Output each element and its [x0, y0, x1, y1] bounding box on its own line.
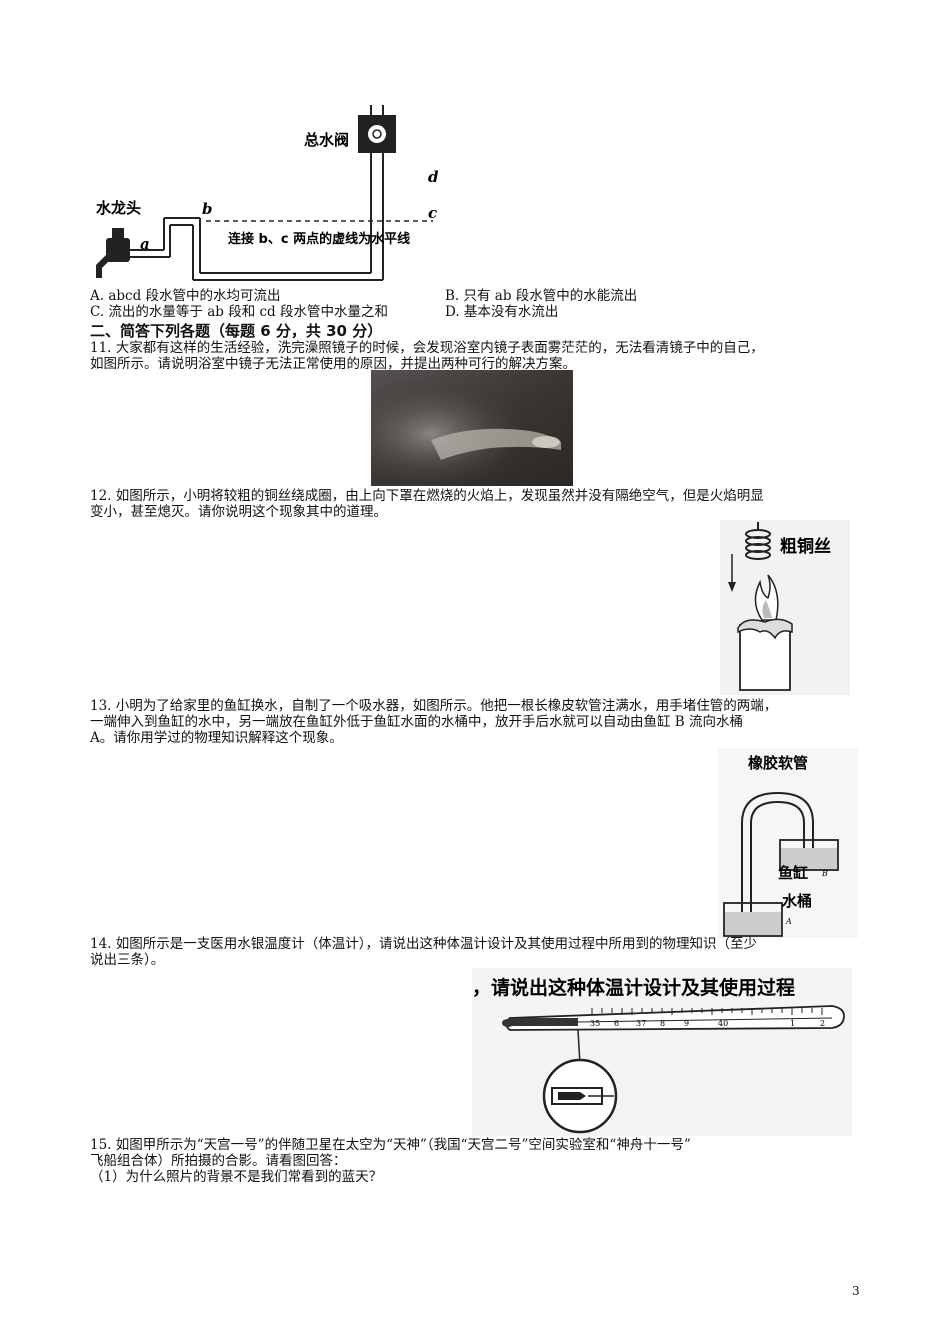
water-pipe-figure: 水龙头 总水阀 a b c d 连接 b、c 两点的虚线为水平线 — [96, 105, 439, 281]
q11-line2: 如图所示。请说明浴室中镜子无法正常使用的原因，并提出两种可行的解决方案。 — [90, 356, 576, 372]
hose-label: 橡胶软管 — [748, 754, 808, 772]
option-c: C. 流出的水量等于 ab 段和 cd 段水管中水量之和 — [90, 304, 388, 320]
q15-line3: （1）为什么照片的背景不是我们常看到的蓝天？ — [90, 1169, 383, 1185]
point-c-label: c — [428, 204, 437, 222]
section-title: 二、简答下列各题（每题 6 分，共 30 分） — [90, 322, 383, 340]
copper-coil-icon — [745, 522, 771, 560]
thermometer-caption: ，请说出这种体温计设计及其使用过程 — [472, 976, 795, 999]
tank-b-label: B — [821, 869, 828, 878]
scale-label: 37 — [636, 1019, 646, 1028]
hose-icon — [741, 791, 814, 923]
q15-line2: 飞船组合体）所拍摄的合影。请看图回答： — [90, 1153, 347, 1169]
option-a: A. abcd 段水管中的水均可流出 — [90, 288, 281, 304]
bucket-label: 水桶 — [782, 892, 812, 910]
flame-icon — [754, 574, 779, 621]
option-b: B. 只有 ab 段水管中的水能流出 — [445, 288, 638, 304]
scale-label: 6 — [614, 1019, 619, 1028]
q11-line1: 11. 大家都有这样的生活经验，洗完澡照镜子的时候，会发现浴室内镜子表面雾茫茫的… — [90, 340, 764, 356]
candle-copper-coil-figure: 粗铜丝 — [720, 520, 850, 695]
scale-label: 35 — [590, 1019, 600, 1028]
q14-line2: 说出三条）。 — [90, 952, 165, 968]
point-d-label: d — [428, 168, 439, 186]
siphon-figure: 橡胶软管 鱼缸 B 水桶 A — [718, 748, 858, 938]
q15-line1: 15. 如图甲所示为“天宫一号”的伴随卫星在太空为“天神”（我国“天宫二号”空间… — [90, 1137, 691, 1153]
copper-wire-label: 粗铜丝 — [780, 536, 831, 557]
candle-icon — [739, 624, 791, 691]
q14-line1: 14. 如图所示是一支医用水银温度计（体温计），请说出这种体温计设计及其使用过程… — [90, 936, 758, 952]
fish-tank-label: 鱼缸 — [778, 864, 808, 882]
bucket-icon — [723, 902, 783, 937]
bucket-a-label: A — [785, 917, 792, 926]
scale-label: 9 — [684, 1019, 689, 1028]
thermometer-figure: ，请说出这种体温计设计及其使用过程 35 6 37 8 9 40 1 2 — [472, 968, 852, 1136]
q12-line1: 12. 如图所示，小明将较粗的铜丝绕成圈，由上向下罩在燃烧的火焰上，发现虽然并没… — [90, 488, 764, 504]
dashed-line-note: 连接 b、c 两点的虚线为水平线 — [228, 231, 410, 247]
q13-line2: 一端伸入到鱼缸的水中，另一端放在鱼缸外低于鱼缸水面的水桶中，放开手后水就可以自动… — [90, 714, 744, 730]
fish-tank-icon — [779, 839, 839, 871]
faucet-icon — [106, 238, 130, 262]
q13-line1: 13. 小明为了给家里的鱼缸换水，自制了一个吸水器，如图所示。他把一根长橡皮软管… — [90, 698, 778, 714]
scale-label: 8 — [660, 1019, 665, 1028]
point-b-label: b — [202, 200, 213, 218]
foggy-mirror-photo — [371, 370, 573, 486]
q12-line2: 变小，甚至熄灭。请你说明这个现象其中的道理。 — [90, 504, 387, 520]
scale-label: 1 — [790, 1019, 795, 1028]
scale-label: 40 — [718, 1019, 728, 1028]
page-number: 3 — [852, 1284, 860, 1298]
scale-label: 2 — [820, 1019, 825, 1028]
option-d: D. 基本没有水流出 — [445, 304, 559, 320]
q13-line3: A。请你用学过的物理知识解释这个现象。 — [90, 730, 343, 746]
valve-label: 总水阀 — [304, 131, 349, 149]
point-a-label: a — [140, 235, 150, 253]
faucet-label: 水龙头 — [96, 199, 141, 217]
